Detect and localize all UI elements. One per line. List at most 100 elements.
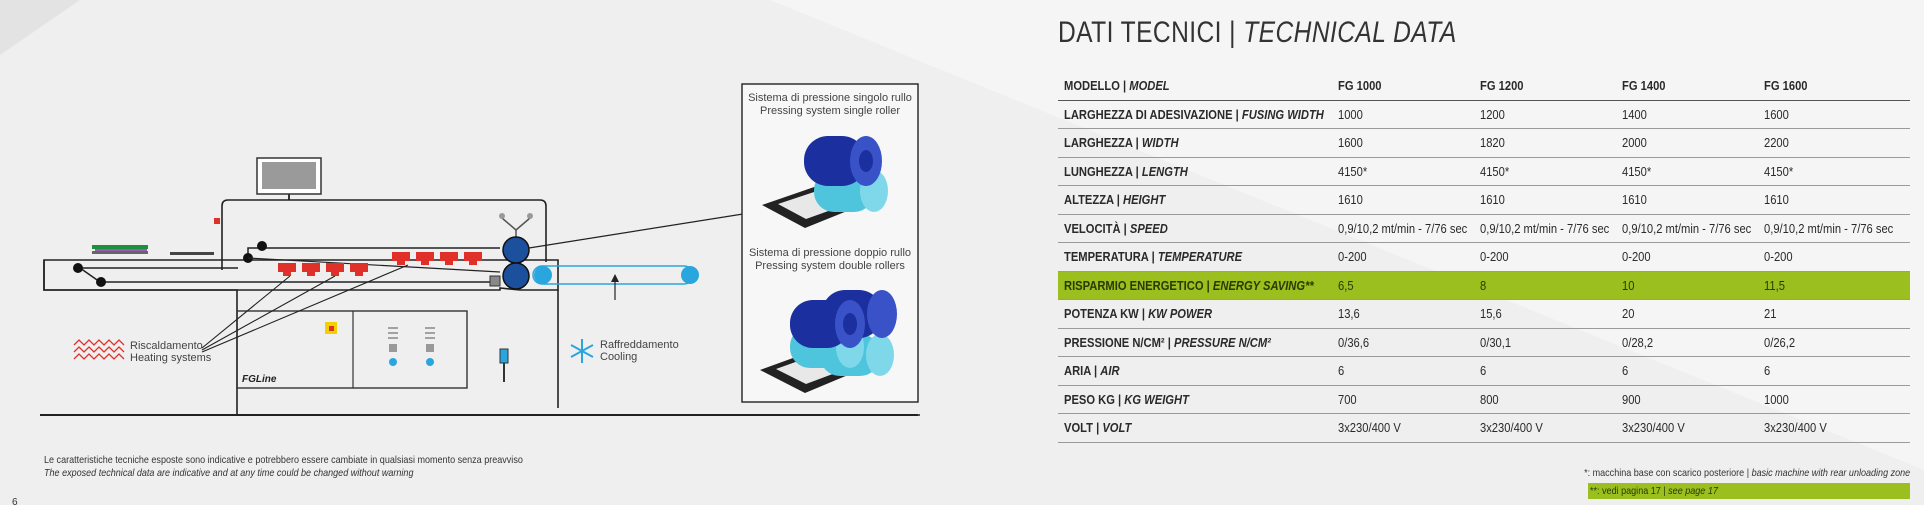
table-cell: 15,6 <box>1474 299 1616 329</box>
table-row: PESO KG | KG WEIGHT 700 800 900 1000 <box>1058 385 1910 414</box>
table-cell: 0-200 <box>1758 242 1910 272</box>
table-cell: 0-200 <box>1474 242 1616 272</box>
cooling-label-en: Cooling <box>600 351 637 363</box>
disclaimer-english: The exposed technical data are indicativ… <box>44 467 414 479</box>
table-cell: 0/28,2 <box>1616 328 1758 357</box>
table-cell: 1610 <box>1332 185 1474 215</box>
row-label: POTENZA KW | KW POWER <box>1058 299 1332 329</box>
table-cell: 6 <box>1616 356 1758 386</box>
conveyor-belt <box>73 241 501 287</box>
table-cell: 0,9/10,2 mt/min - 7/76 sec <box>1332 214 1474 243</box>
sensor-icon <box>499 348 509 382</box>
table-row-highlighted: RISPARMIO ENERGETICO | ENERGY SAVING** 6… <box>1058 271 1910 300</box>
single-roller-label-it: Sistema di pressione singolo rullo <box>748 92 912 104</box>
table-row: TEMPERATURA | TEMPERATURE 0-200 0-200 0-… <box>1058 242 1910 272</box>
single-roller-illustration <box>762 136 888 228</box>
table-cell: 900 <box>1616 385 1758 414</box>
table-cell: 0-200 <box>1616 242 1758 272</box>
table-cell: 3x230/400 V <box>1474 413 1616 443</box>
table-row: ARIA | AIR 6 6 6 6 <box>1058 356 1910 386</box>
row-label: VELOCITÀ | SPEED <box>1058 214 1332 243</box>
table-cell: 1820 <box>1474 128 1616 158</box>
machine-diagram: FGLine Riscaldamento Heating systems Raf… <box>40 83 920 416</box>
cooling-label-it: Raffreddamento <box>600 339 679 351</box>
row-label: PESO KG | KG WEIGHT <box>1058 385 1332 414</box>
table-row: VOLT | VOLT 3x230/400 V 3x230/400 V 3x23… <box>1058 413 1910 443</box>
header-model: FG 1200 <box>1474 72 1616 101</box>
table-cell: 1610 <box>1758 185 1910 215</box>
table-cell: 800 <box>1474 385 1616 414</box>
pressing-rollers <box>489 213 533 290</box>
heating-icon <box>73 339 125 360</box>
table-cell: 4150* <box>1616 157 1758 186</box>
heater-elements <box>278 252 482 276</box>
table-cell: 0,9/10,2 mt/min - 7/76 sec <box>1758 214 1910 243</box>
table-row: VELOCITÀ | SPEED 0,9/10,2 mt/min - 7/76 … <box>1058 214 1910 243</box>
footnote-see-page: **: vedi pagina 17 | see page 17 <box>1588 483 1910 499</box>
table-cell: 4150* <box>1474 157 1616 186</box>
table-cell: 2000 <box>1616 128 1758 158</box>
table-cell: 0-200 <box>1332 242 1474 272</box>
table-cell: 8 <box>1474 271 1616 300</box>
row-label: LARGHEZZA DI ADESIVAZIONE | FUSING WIDTH <box>1058 100 1332 129</box>
table-cell: 6 <box>1758 356 1910 386</box>
header-model: FG 1000 <box>1332 72 1474 101</box>
row-label: PRESSIONE N/CM² | PRESSURE N/CM² <box>1058 328 1332 357</box>
table-cell: 11,5 <box>1758 271 1910 300</box>
heating-label-it: Riscaldamento <box>130 340 203 352</box>
table-cell: 3x230/400 V <box>1332 413 1474 443</box>
table-cell: 6 <box>1332 356 1474 386</box>
table-row: LARGHEZZA DI ADESIVAZIONE | FUSING WIDTH… <box>1058 100 1910 129</box>
footnote-rear-unloading: *: macchina base con scarico posteriore … <box>1583 467 1910 479</box>
table-cell: 0/26,2 <box>1758 328 1910 357</box>
row-label: TEMPERATURA | TEMPERATURE <box>1058 242 1332 272</box>
double-roller-label-it: Sistema di pressione doppio rullo <box>749 247 911 259</box>
fabric-stack-icon <box>92 218 220 255</box>
row-label: RISPARMIO ENERGETICO | ENERGY SAVING** <box>1058 271 1332 300</box>
row-label: LARGHEZZA | WIDTH <box>1058 128 1332 158</box>
table-cell: 3x230/400 V <box>1758 413 1910 443</box>
row-label: VOLT | VOLT <box>1058 413 1332 443</box>
fgline-logo: FGLine <box>242 374 277 385</box>
table-cell: 0/30,1 <box>1474 328 1616 357</box>
table-cell: 2200 <box>1758 128 1910 158</box>
cooling-belt <box>532 265 699 300</box>
table-row: LARGHEZZA | WIDTH 1600 1820 2000 2200 <box>1058 128 1910 158</box>
row-label: ARIA | AIR <box>1058 356 1332 386</box>
header-model: FG 1400 <box>1616 72 1758 101</box>
header-model: FG 1600 <box>1758 72 1910 101</box>
heating-pointer-lines <box>201 264 409 353</box>
table-cell: 6,5 <box>1332 271 1474 300</box>
table-cell: 4150* <box>1758 157 1910 186</box>
table-cell: 700 <box>1332 385 1474 414</box>
catalog-page: DATI TECNICI | TECHNICAL DATA MODELLO | … <box>0 0 1910 499</box>
table-cell: 1600 <box>1758 100 1910 129</box>
monitor-icon <box>256 157 322 200</box>
table-cell: 0,9/10,2 mt/min - 7/76 sec <box>1474 214 1616 243</box>
table-cell: 0/36,6 <box>1332 328 1474 357</box>
table-cell: 1400 <box>1616 100 1758 129</box>
header-label: MODELLO | MODEL <box>1058 72 1332 101</box>
table-row: POTENZA KW | KW POWER 13,6 15,6 20 21 <box>1058 299 1910 329</box>
table-cell: 1000 <box>1758 385 1910 414</box>
technical-data-table: MODELLO | MODEL FG 1000 FG 1200 FG 1400 … <box>1058 72 1910 443</box>
snowflake-icon <box>570 339 594 363</box>
page-number: 6 <box>12 497 18 508</box>
heating-label-en: Heating systems <box>130 352 212 364</box>
table-cell: 1200 <box>1474 100 1616 129</box>
row-label: ALTEZZA | HEIGHT <box>1058 185 1332 215</box>
control-cabinet: FGLine <box>236 310 468 389</box>
table-row: ALTEZZA | HEIGHT 1610 1610 1610 1610 <box>1058 185 1910 215</box>
table-cell: 1000 <box>1332 100 1474 129</box>
table-cell: 13,6 <box>1332 299 1474 329</box>
table-row: LUNGHEZZA | LENGTH 4150* 4150* 4150* 415… <box>1058 157 1910 186</box>
page-title: DATI TECNICI | TECHNICAL DATA <box>1058 16 1457 49</box>
table-cell: 10 <box>1616 271 1758 300</box>
row-label: LUNGHEZZA | LENGTH <box>1058 157 1332 186</box>
table-cell: 1600 <box>1332 128 1474 158</box>
table-cell: 3x230/400 V <box>1616 413 1758 443</box>
double-roller-illustration <box>760 290 897 393</box>
disclaimer-italian: Le caratteristiche tecniche esposte sono… <box>44 454 523 466</box>
double-roller-label-en: Pressing system double rollers <box>755 260 905 272</box>
table-cell: 21 <box>1758 299 1910 329</box>
